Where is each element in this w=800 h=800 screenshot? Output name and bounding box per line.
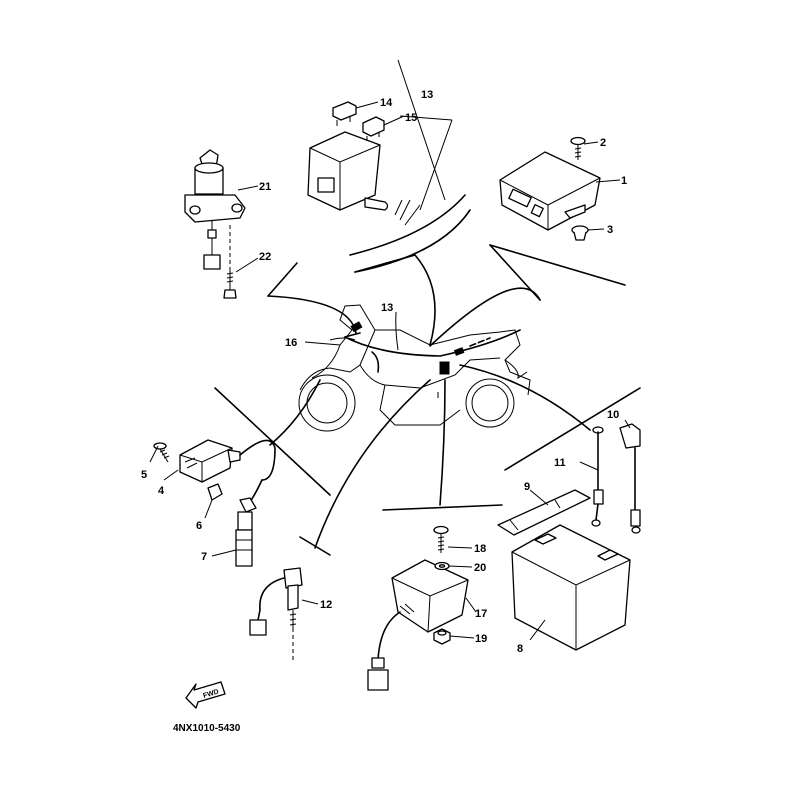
spark-plug-cap [235,479,263,567]
callout-21: 21 [259,181,271,193]
callout-11: 11 [554,457,566,469]
drawing-code: 4NX1010-5430 [173,723,241,734]
callout-9: 9 [524,481,530,493]
holder-6 [207,483,223,501]
callout-18: 18 [474,543,486,555]
fwd-label: FWD [202,689,219,700]
fuse-15 [362,116,385,141]
callout-2: 2 [600,137,606,149]
battery-cable-10 [619,423,641,534]
callout-17: 17 [475,608,487,620]
ignition-coil [179,439,276,483]
callout-1: 1 [621,175,627,187]
grommet-3 [571,225,589,241]
callout-12: 12 [320,599,332,611]
callout-15: 15 [405,112,417,124]
fuse-14 [332,101,357,126]
fwd-arrow-icon: FWD [185,681,226,709]
nut-19 [433,628,451,645]
callout-14: 14 [380,97,393,109]
callout-3: 3 [607,224,613,236]
cdi-unit [499,151,601,231]
callout-5: 5 [141,469,147,481]
fuse-box [307,131,389,211]
callout-8: 8 [517,643,523,655]
harness-top [349,59,471,273]
callout-numbers: 1 2 3 4 5 6 7 8 9 10 11 12 13 13 14 15 1… [141,89,627,655]
motorcycle-outline [298,304,531,432]
battery [511,524,631,651]
callout-4: 4 [158,485,165,497]
callout-22: 22 [259,251,271,263]
battery-band [497,489,591,536]
callout-19: 19 [475,633,487,645]
bolt-22 [223,270,237,299]
callout-20: 20 [474,562,486,574]
battery-cable-11 [591,426,604,527]
wire-harness [344,321,521,398]
callout-7: 7 [201,551,207,563]
bolt-18 [433,525,449,553]
washer-20 [434,561,450,571]
screw-2 [570,136,586,160]
callout-leaders [149,101,631,641]
rectifier-regulator [367,559,469,691]
bolt-5 [153,442,170,463]
callout-6: 6 [196,520,202,532]
callout-16: 16 [285,337,297,349]
switch-12 [249,567,303,660]
callout-13-bike: 13 [381,302,393,314]
callout-10: 10 [607,409,619,421]
main-switch [184,149,246,270]
leader-lines [214,244,641,556]
callout-13-top: 13 [421,89,433,101]
